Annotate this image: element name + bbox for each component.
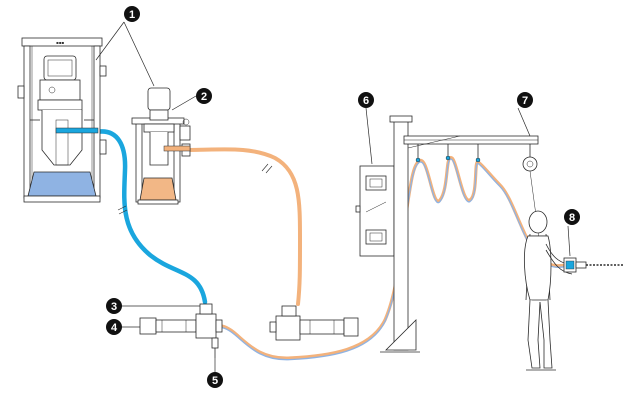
callout-circle	[564, 209, 580, 225]
callout-7: 7	[517, 92, 533, 108]
callout-circle	[207, 372, 223, 388]
callout-1: 1	[124, 6, 140, 22]
base-material-pump-station: ▪▪▪	[17, 37, 107, 203]
control-cabinet	[355, 165, 395, 257]
callout-number: 5	[212, 375, 218, 387]
operator-figure	[523, 210, 573, 371]
callout-number: 8	[569, 212, 575, 224]
mix-outlet	[211, 337, 219, 358]
dispense-valve	[563, 257, 624, 273]
callout-6: 6	[358, 92, 374, 108]
callout-4: 4	[106, 319, 122, 335]
callout-5: 5	[207, 372, 223, 388]
callout-number: 1	[129, 9, 135, 21]
callout-circle	[124, 6, 140, 22]
orange-feed-hose	[186, 147, 302, 306]
cyan-feed-hose	[93, 129, 208, 305]
callout-number: 4	[111, 322, 118, 334]
leader-lines	[95, 21, 571, 372]
callout-2: 2	[196, 88, 212, 104]
catalyst-pump-station	[131, 87, 191, 205]
boom-arm	[403, 135, 541, 246]
callout-3: 3	[106, 298, 122, 314]
callout-circle	[517, 92, 533, 108]
callout-number: 7	[522, 95, 528, 107]
metering-cylinders	[139, 303, 359, 341]
callout-badges: 1 2 3 4 5 6 7 8	[106, 6, 580, 388]
callout-number: 3	[111, 301, 117, 313]
callout-circle	[358, 92, 374, 108]
callout-number: 6	[363, 95, 369, 107]
callout-number: 2	[201, 91, 207, 103]
callout-circle	[106, 298, 122, 314]
svg-text:▪▪▪: ▪▪▪	[56, 40, 64, 45]
boom-column	[380, 115, 420, 353]
mixed-material-hose	[220, 156, 570, 361]
callout-circle	[196, 88, 212, 104]
callout-circle	[106, 319, 122, 335]
callout-8: 8	[564, 209, 580, 225]
